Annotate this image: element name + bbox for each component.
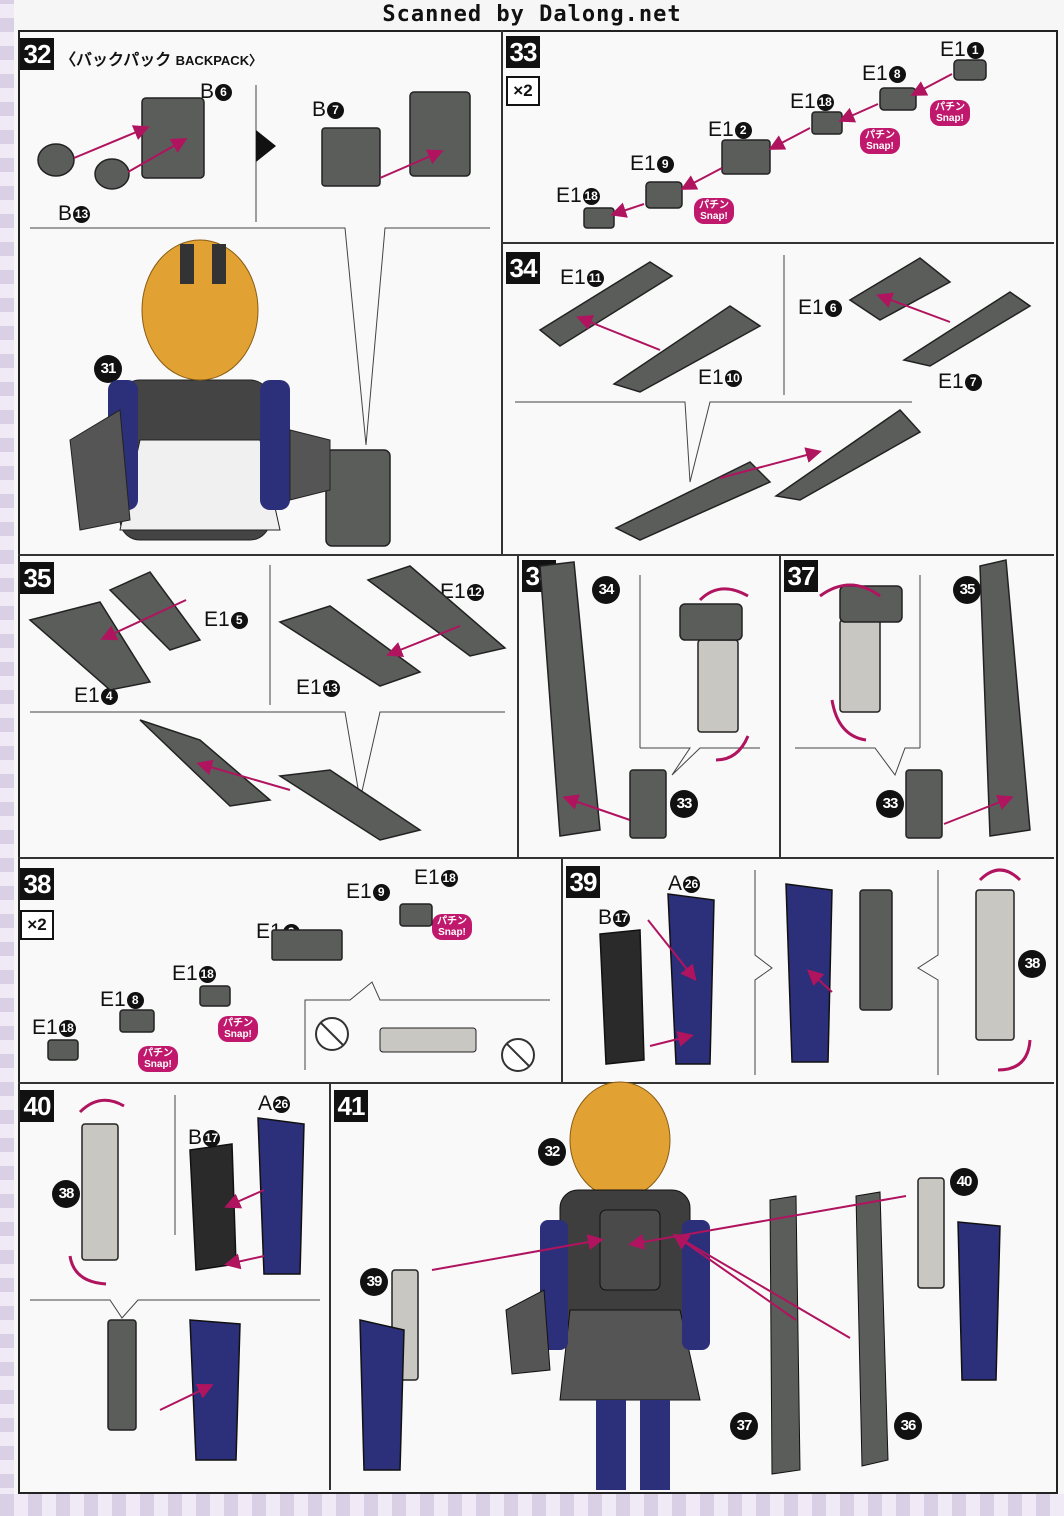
step-ref-badge: 33 bbox=[670, 790, 698, 818]
sequence-arrow-icon bbox=[256, 130, 276, 162]
step-number-32: 32 bbox=[20, 38, 54, 70]
no-cut-icon bbox=[315, 1017, 535, 1072]
step-32-title-jp: 〈バックパック bbox=[60, 52, 172, 69]
step-ref-badge: 40 bbox=[950, 1168, 978, 1196]
quantity-multiplier: ×2 bbox=[506, 76, 540, 106]
backpack-part-icon bbox=[37, 91, 471, 547]
step-number-40: 40 bbox=[20, 1090, 54, 1122]
step-number-35: 35 bbox=[20, 562, 54, 594]
step-number-37: 37 bbox=[784, 560, 818, 592]
step-ref-badge: 37 bbox=[730, 1412, 758, 1440]
step-ref-badge: 34 bbox=[592, 576, 620, 604]
step-number-39: 39 bbox=[566, 866, 600, 898]
step-number-34: 34 bbox=[506, 252, 540, 284]
step-ref-badge: 35 bbox=[953, 576, 981, 604]
step-ref-badge: 38 bbox=[1018, 950, 1046, 978]
scan-watermark: Scanned by Dalong.net bbox=[382, 2, 682, 27]
bottom-border-pattern bbox=[0, 1494, 1064, 1516]
step-ref-badge: 38 bbox=[52, 1180, 80, 1208]
step-32-title: 〈バックパック BACKPACK〉 bbox=[60, 46, 262, 70]
figure-back-view-icon bbox=[69, 239, 331, 541]
left-border-pattern bbox=[0, 0, 14, 1516]
step-ref-badge: 31 bbox=[94, 355, 122, 383]
step-ref-badge: 33 bbox=[876, 790, 904, 818]
step-number-41: 41 bbox=[334, 1090, 368, 1122]
step-ref-badge: 32 bbox=[538, 1138, 566, 1166]
step-number-38: 38 bbox=[20, 868, 54, 900]
step-number-33: 33 bbox=[506, 36, 540, 68]
quantity-multiplier: ×2 bbox=[20, 910, 54, 940]
step-ref-badge: 39 bbox=[360, 1268, 388, 1296]
step-ref-badge: 36 bbox=[894, 1412, 922, 1440]
figure-final-assembly-icon bbox=[505, 1081, 889, 1490]
step-32-title-en: BACKPACK〉 bbox=[175, 53, 263, 68]
